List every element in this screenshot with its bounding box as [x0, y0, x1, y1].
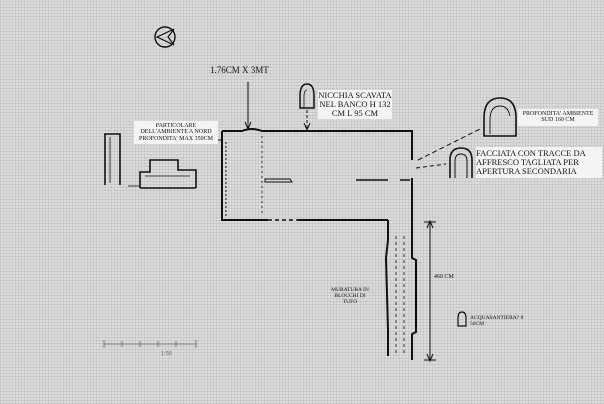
vertical-dimension-line — [424, 219, 436, 363]
south-depth-label: PROFONDITA' AMBIENTE SUD 160 CM — [518, 109, 598, 126]
scale-label: 1:50 — [161, 351, 172, 357]
niche-leader — [303, 110, 311, 132]
top-dimension-leader — [244, 82, 252, 131]
scale-bar — [103, 340, 197, 348]
facade-arch-icon — [449, 147, 473, 178]
facade-label: FACCIATA CON TRACCE DA AFFRESCO TAGLIATA… — [476, 147, 602, 178]
niche-arch-icon — [299, 83, 315, 109]
top-dimension-label: 1.76CM x 3MT — [210, 65, 269, 75]
masonry-label: MURATURA IN BLOCCHI DI TUFO — [331, 287, 369, 305]
north-detail-label: PARTICOLARE DELL'AMBIENTE A NORD PROFOND… — [134, 121, 218, 144]
holy-water-stoup-icon — [457, 311, 467, 327]
north-arrow-icon — [154, 26, 176, 48]
vertical-dimension-label: 460 CM — [434, 274, 454, 280]
north-room-detail — [104, 133, 197, 189]
south-depth-leader — [417, 127, 483, 161]
facade-leader — [415, 163, 447, 169]
niche-label: NICCHIA SCAVATA NEL BANCO H 132 CM L 95 … — [318, 90, 392, 119]
main-room-outline — [221, 128, 413, 221]
holy-water-label: ACQUASANTIERA? 8 50CM — [470, 315, 524, 327]
south-arch-icon — [483, 97, 517, 137]
corridor-outline — [384, 218, 417, 360]
